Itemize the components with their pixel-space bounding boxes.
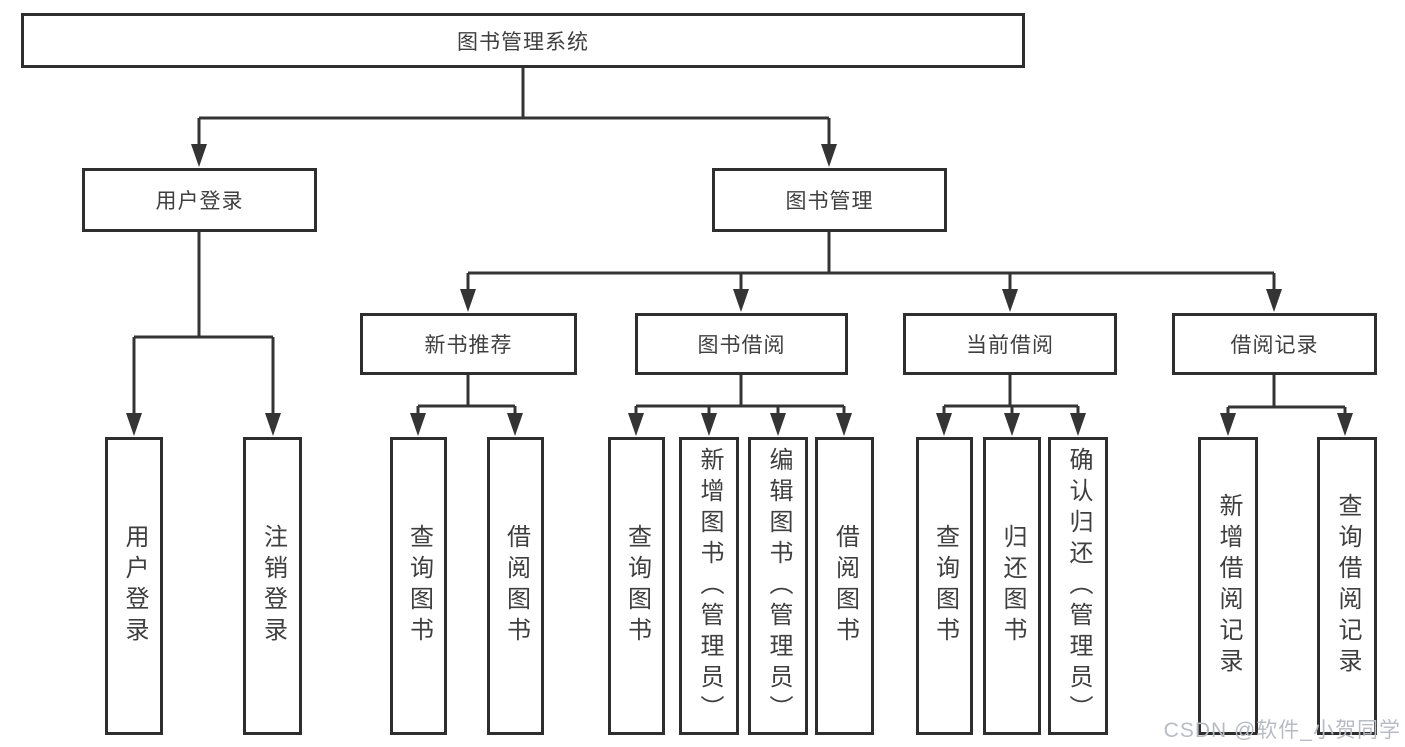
leaf-logout: 注销登录 bbox=[243, 437, 302, 735]
leaf-record-add-borrow-record: 新增借阅记录 bbox=[1198, 437, 1258, 735]
leaf-newbook-borrow-books: 借阅图书 bbox=[487, 437, 544, 735]
leaf-borrowing-query-books: 查询图书 bbox=[608, 437, 665, 735]
arrowheads bbox=[126, 144, 1353, 436]
leaf-current-confirm-return-admin: 确认归还（管理员） bbox=[1048, 437, 1108, 735]
leaf-borrowing-add-books-admin: 新增图书（管理员） bbox=[679, 437, 739, 735]
node-current-borrowing: 当前借阅 bbox=[903, 313, 1117, 375]
node-book-borrowing: 图书借阅 bbox=[635, 313, 848, 375]
node-borrow-records: 借阅记录 bbox=[1172, 313, 1377, 375]
node-book-management: 图书管理 bbox=[712, 168, 947, 232]
leaf-user-login: 用户登录 bbox=[105, 437, 163, 735]
node-new-book-recommend: 新书推荐 bbox=[360, 313, 577, 375]
leaf-borrowing-edit-books-admin: 编辑图书（管理员） bbox=[748, 437, 808, 735]
leaf-record-query-borrow-record: 查询借阅记录 bbox=[1317, 437, 1377, 735]
leaf-borrowing-borrow-books: 借阅图书 bbox=[815, 437, 874, 735]
leaf-current-query-books: 查询图书 bbox=[916, 437, 973, 735]
csdn-watermark: CSDN @软件_小贺同学 bbox=[1163, 719, 1401, 742]
leaf-newbook-query-books: 查询图书 bbox=[390, 437, 447, 735]
node-user-login: 用户登录 bbox=[82, 168, 317, 232]
node-library-system: 图书管理系统 bbox=[21, 13, 1025, 68]
leaf-current-return-books: 归还图书 bbox=[983, 437, 1041, 735]
